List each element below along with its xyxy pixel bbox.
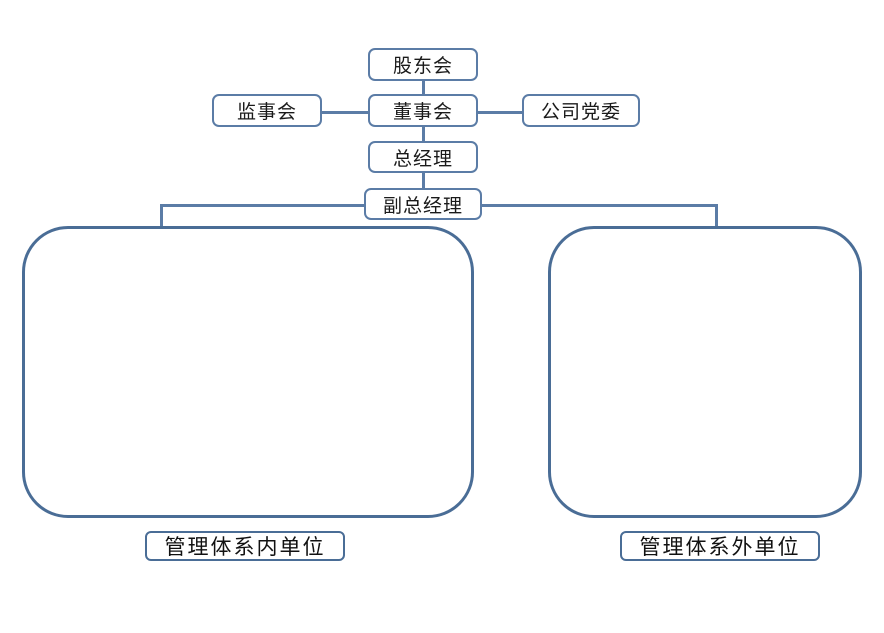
right-panel-caption-label: 管理体系外单位 xyxy=(639,536,801,559)
node-company-party-committee-label: 公司党委 xyxy=(540,102,621,123)
node-company-party-committee[interactable]: 公司党委 xyxy=(522,94,640,127)
left-panel-caption-label: 管理体系内单位 xyxy=(164,536,326,559)
node-board-of-directors-label: 董事会 xyxy=(392,102,453,123)
node-board-of-directors[interactable]: 董事会 xyxy=(368,94,478,127)
connector-deputy-right-horizontal xyxy=(475,204,718,207)
node-shareholders-meeting[interactable]: 股东会 xyxy=(368,48,478,81)
connector-deputy-left-drop xyxy=(160,204,163,238)
node-deputy-general-manager[interactable]: 副总经理 xyxy=(364,188,482,220)
connector-deputy-left-horizontal xyxy=(160,204,372,207)
connector-board-party xyxy=(475,111,523,114)
left-panel-caption: 管理体系内单位 xyxy=(145,531,345,561)
node-general-manager[interactable]: 总经理 xyxy=(368,141,478,173)
node-supervisory-board[interactable]: 监事会 xyxy=(212,94,322,127)
right-panel-caption: 管理体系外单位 xyxy=(620,531,820,561)
node-general-manager-label: 总经理 xyxy=(392,148,453,170)
connector-supervisors-board xyxy=(322,111,370,114)
node-deputy-general-manager-label: 副总经理 xyxy=(382,195,463,217)
right-panel-container xyxy=(548,226,862,518)
connector-deputy-right-drop xyxy=(715,204,718,238)
node-supervisory-board-label: 监事会 xyxy=(236,102,297,123)
node-shareholders-meeting-label: 股东会 xyxy=(392,56,453,77)
connector-gm-deputy xyxy=(422,172,425,194)
connector-board-gm xyxy=(422,126,425,152)
connector-shareholders-board xyxy=(422,80,425,106)
left-panel-container xyxy=(22,226,474,518)
